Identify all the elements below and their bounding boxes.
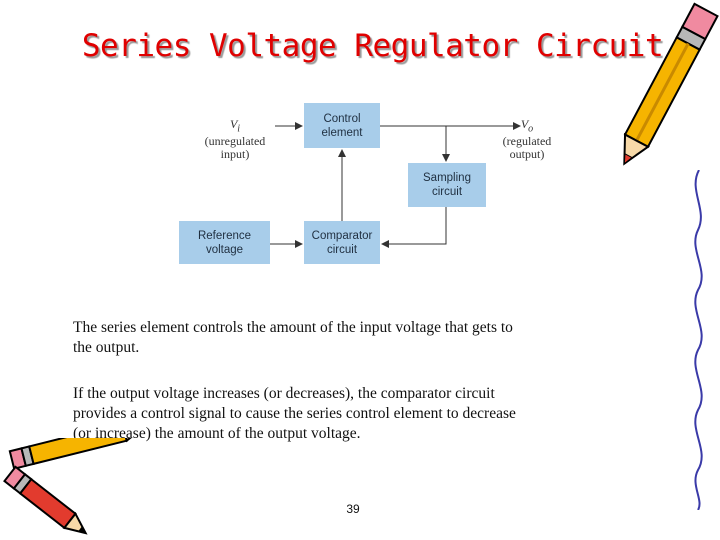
paragraph-series-element: The series element controls the amount o…	[73, 318, 633, 358]
paragraph-line: provides a control signal to cause the s…	[73, 405, 516, 422]
block-label-line: Control	[323, 112, 361, 125]
pencil-icon	[623, 2, 719, 166]
slide-title: Series Voltage Regulator Circuit	[81, 28, 664, 64]
block-label-line: Reference	[197, 229, 252, 242]
comparator-circuit-block: Comparator circuit	[304, 221, 380, 264]
input-label-line: (unregulated	[204, 134, 266, 149]
paragraph-line: the output.	[73, 339, 140, 356]
paragraph-line: (or increase) the amount of the output v…	[73, 425, 361, 442]
sampling-circuit-block: Sampling circuit	[408, 163, 486, 207]
block-label-line: Comparator	[311, 229, 373, 242]
output-voltage-subscript: o	[528, 123, 534, 135]
page-number: 39	[346, 502, 360, 516]
block-label-line: element	[321, 126, 363, 139]
crossed-pencils-icon	[3, 438, 147, 535]
paragraph-line: If the output voltage increases (or decr…	[73, 385, 495, 402]
block-label-line: circuit	[326, 243, 358, 256]
sampling-to-comparator-arrow	[381, 207, 447, 248]
paragraph-line: The series element controls the amount o…	[73, 319, 513, 336]
input-label-line: input)	[220, 147, 250, 162]
block-label-line: Sampling	[423, 172, 471, 184]
input-voltage-subscript: i	[237, 123, 241, 135]
input-voltage-label: Vi (unregulated input)	[198, 118, 272, 161]
input-voltage-symbol: V	[229, 117, 238, 131]
block-label-line: circuit	[431, 186, 463, 198]
output-label-line: output)	[509, 147, 545, 162]
paragraph-comparator-feedback: If the output voltage increases (or decr…	[73, 384, 633, 444]
output-voltage-symbol: V	[520, 117, 529, 131]
output-voltage-label: Vo (regulated output)	[494, 118, 560, 161]
block-label-line: voltage	[205, 243, 244, 256]
reference-voltage-block: Reference voltage	[179, 221, 270, 264]
output-label-line: (regulated	[502, 134, 552, 149]
control-element-block: Control element	[304, 103, 380, 148]
decorative-wavy-line	[694, 170, 703, 510]
